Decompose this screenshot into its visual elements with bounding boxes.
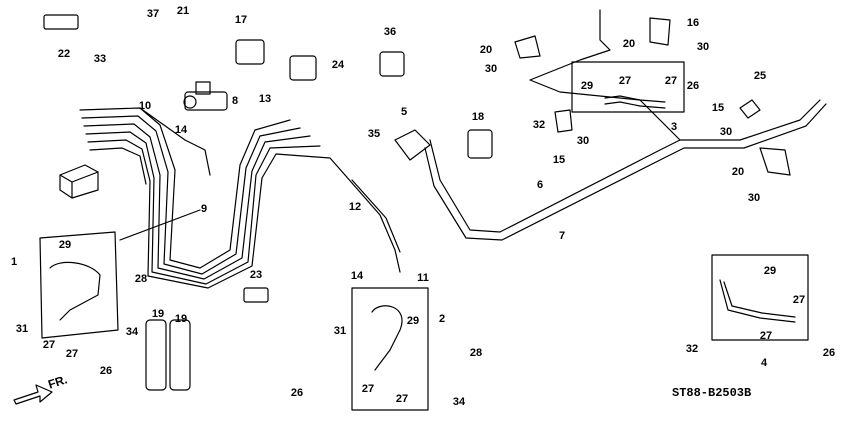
callout-3[interactable]: 3 [670,121,678,133]
callout-21[interactable]: 21 [176,5,190,17]
callout-31a[interactable]: 31 [15,323,29,335]
callout-20c[interactable]: 20 [731,166,745,178]
callout-27a[interactable]: 27 [42,339,56,351]
callout-35[interactable]: 35 [367,128,381,140]
callout-6[interactable]: 6 [536,179,544,191]
callout-15b[interactable]: 15 [711,102,725,114]
diagram-code: ST88-B2503B [672,386,752,400]
callout-10[interactable]: 10 [138,100,152,112]
callout-24[interactable]: 24 [331,59,345,71]
callout-5[interactable]: 5 [400,106,408,118]
callout-1[interactable]: 1 [10,256,18,268]
callout-32b[interactable]: 32 [685,343,699,355]
long-brake-pipes [344,9,827,273]
callout-34a[interactable]: 34 [125,326,139,338]
rear-right-hose-box [571,61,685,113]
callout-16[interactable]: 16 [686,17,700,29]
callout-11[interactable]: 11 [417,272,429,284]
callout-36[interactable]: 36 [383,26,397,38]
callout-23[interactable]: 23 [249,269,263,281]
callout-30a[interactable]: 30 [484,63,498,75]
callout-27f[interactable]: 27 [664,75,678,87]
callout-32a[interactable]: 32 [532,119,546,131]
callout-8[interactable]: 8 [231,95,239,107]
callout-27g[interactable]: 27 [759,330,773,342]
callout-18[interactable]: 18 [471,111,485,123]
callout-27d[interactable]: 27 [395,393,409,405]
callout-27b[interactable]: 27 [65,348,79,360]
callout-26c[interactable]: 26 [686,80,700,92]
callout-17[interactable]: 17 [234,14,248,26]
callout-19a[interactable]: 19 [151,308,165,320]
callout-26a[interactable]: 26 [99,365,113,377]
callout-7[interactable]: 7 [558,230,566,242]
callout-26d[interactable]: 26 [822,347,836,359]
callout-27h[interactable]: 27 [792,294,806,306]
callout-29a[interactable]: 29 [58,239,72,251]
callout-13[interactable]: 13 [258,93,272,105]
callout-14b[interactable]: 14 [350,270,364,282]
callout-20a[interactable]: 20 [479,44,493,56]
callout-9[interactable]: 9 [200,203,208,215]
callout-29d[interactable]: 29 [763,265,777,277]
callout-27c[interactable]: 27 [361,383,375,395]
callout-22[interactable]: 22 [57,48,71,60]
callout-26b[interactable]: 26 [290,387,304,399]
callout-20b[interactable]: 20 [622,38,636,50]
brake-pipe-bundle-left [79,107,346,289]
callout-30c[interactable]: 30 [696,41,710,53]
callout-12[interactable]: 12 [348,201,362,213]
callout-25[interactable]: 25 [753,70,767,82]
callout-28b[interactable]: 28 [469,347,483,359]
callout-2[interactable]: 2 [438,313,446,325]
clamps [43,14,791,391]
master-cylinder [183,81,228,111]
left-front-hose-box [39,231,119,339]
callout-15a[interactable]: 15 [552,154,566,166]
callout-34b[interactable]: 34 [452,396,466,408]
callout-28a[interactable]: 28 [134,273,148,285]
right-front-hose-box [351,287,429,411]
callout-27e[interactable]: 27 [618,75,632,87]
callout-30e[interactable]: 30 [747,192,761,204]
callout-30b[interactable]: 30 [576,135,590,147]
callout-30d[interactable]: 30 [719,126,733,138]
callout-33[interactable]: 33 [93,53,107,65]
front-arrow-icon [13,384,53,405]
callout-29b[interactable]: 29 [406,315,420,327]
modulator-unit [59,164,99,199]
callout-14a[interactable]: 14 [174,124,188,136]
callout-19b[interactable]: 19 [174,313,188,325]
callout-37[interactable]: 37 [146,8,160,20]
callout-29c[interactable]: 29 [580,80,594,92]
rear-left-hose-box [711,254,809,341]
callout-31b[interactable]: 31 [333,325,347,337]
callout-4[interactable]: 4 [760,357,768,369]
